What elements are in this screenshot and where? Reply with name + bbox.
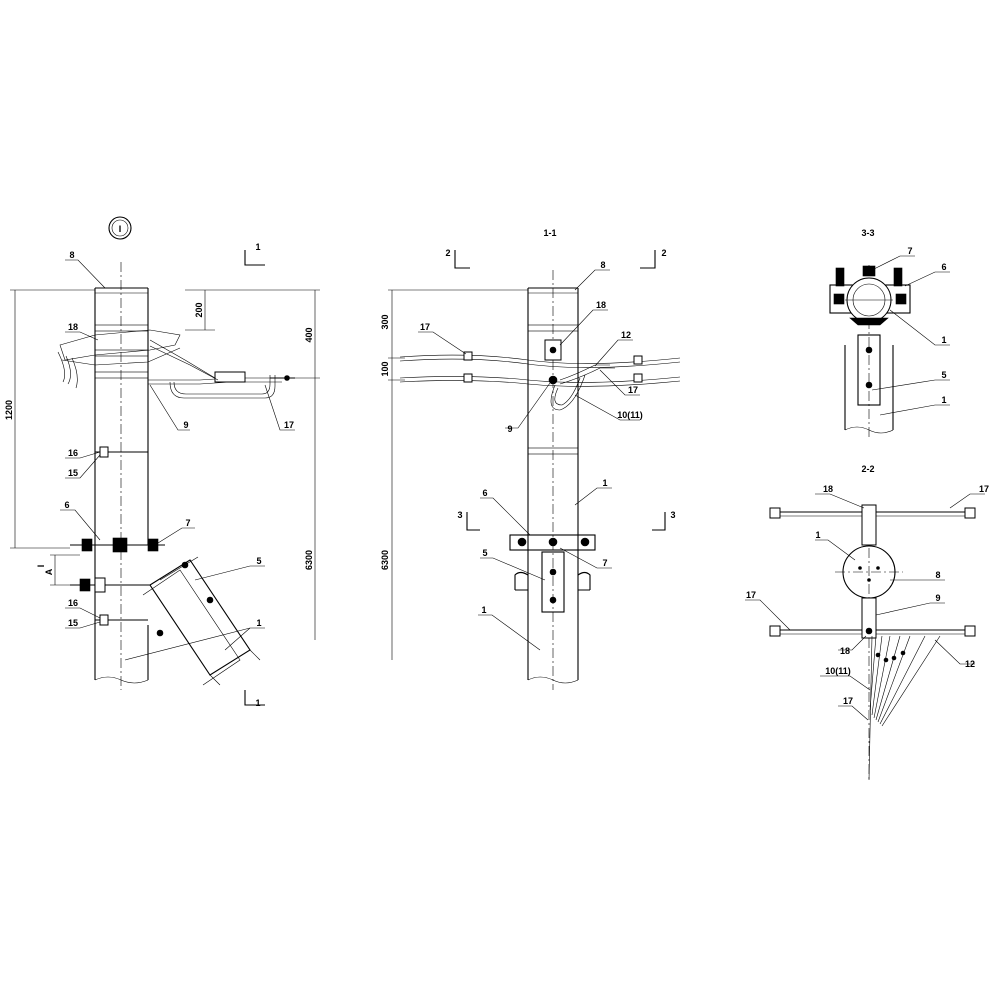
callout-1-1-12: 12 [621, 330, 631, 340]
callout-1-1-1-upper: 1 [602, 478, 607, 488]
callout-15-upper: 15 [68, 468, 78, 478]
bracket-1-1 [509, 534, 596, 613]
section-1-1-title: 1-1 [543, 228, 556, 238]
cables-1-1 [399, 339, 681, 411]
section-3-3: 3-3 7 6 1 [829, 228, 950, 440]
section-1-1: 1-1 [380, 228, 681, 690]
clamp-bands [94, 324, 149, 626]
callout-2-2-10-11: 10(11) [825, 666, 851, 676]
callout-3-3-1-upper: 1 [941, 335, 946, 345]
clamp-3-3 [829, 265, 911, 326]
dim-a: А [44, 568, 54, 575]
callout-2-2-1: 1 [815, 530, 820, 540]
cut-label-2-right: 2 [661, 248, 666, 258]
dim-400: 400 [304, 327, 314, 342]
callout-16-upper: 16 [68, 448, 78, 458]
section-2-2-title: 2-2 [861, 464, 874, 474]
callout-1-1-9: 9 [507, 424, 512, 434]
drop-cables-2-2 [868, 635, 941, 781]
callout-1-1-1-lower: 1 [481, 605, 486, 615]
callout-2-2-17-left: 17 [746, 590, 756, 600]
callout-1-1-7: 7 [602, 558, 607, 568]
dimensions-1-1: 300 100 6300 [380, 289, 528, 660]
dim-200: 200 [194, 302, 204, 317]
callout-1-1-10-11: 10(11) [617, 410, 643, 420]
strut [142, 556, 261, 686]
callout-3-3-1-lower: 1 [941, 395, 946, 405]
dim-300: 300 [380, 314, 390, 329]
pole [94, 262, 149, 690]
callout-1-1-6: 6 [482, 488, 487, 498]
callout-2-2-12: 12 [965, 659, 975, 669]
callout-1-1-8: 8 [600, 260, 605, 270]
callout-3-3-7: 7 [907, 246, 912, 256]
dim-6300: 6300 [304, 550, 314, 570]
dimensions-main: 1200 200 400 6300 А I [4, 289, 320, 640]
callouts-main: 8 18 9 17 16 15 6 7 5 16 15 1 [60, 250, 295, 661]
callout-2-2-17-lower: 17 [843, 696, 853, 706]
callout-2-2-18-lower: 18 [840, 646, 850, 656]
callout-3-3-6: 6 [941, 262, 946, 272]
callout-2-2-9: 9 [935, 593, 940, 603]
callouts-2-2: 18 17 1 8 9 17 18 12 10(11) 17 [745, 484, 989, 721]
callout-16-lower: 16 [68, 598, 78, 608]
lower-bracket [70, 537, 165, 593]
pole-1-1 [527, 270, 579, 690]
view-marker-label: I [119, 224, 122, 234]
callout-1-1-17-left: 17 [420, 322, 430, 332]
view-marker: I [108, 216, 132, 240]
callouts-3-3: 7 6 1 5 1 [871, 246, 950, 416]
cut-label-bottom: 1 [255, 698, 260, 708]
callout-7: 7 [185, 518, 190, 528]
callout-1-1-5: 5 [482, 548, 487, 558]
cut-label-3-left: 3 [457, 510, 462, 520]
pole-2-2 [835, 530, 903, 780]
suspension-assembly [57, 329, 295, 399]
callout-3-3-5: 5 [941, 370, 946, 380]
callout-6: 6 [64, 500, 69, 510]
callout-2-2-18-upper: 18 [823, 484, 833, 494]
pole-3-3 [844, 265, 894, 440]
dim-i: I [36, 565, 46, 568]
callout-2-2-8: 8 [935, 570, 940, 580]
section-cut-marks-1-1: 2 2 3 3 [445, 248, 676, 531]
callout-1-1-17-right: 17 [628, 385, 638, 395]
section-3-3-title: 3-3 [861, 228, 874, 238]
cut-label-3-right: 3 [670, 510, 675, 520]
dim-6300-1-1: 6300 [380, 550, 390, 570]
callout-2-2-17-upper: 17 [979, 484, 989, 494]
callout-18: 18 [68, 322, 78, 332]
cut-label-top: 1 [255, 242, 260, 252]
callouts-1-1: 8 18 17 12 17 9 10(11) 1 6 7 5 1 [418, 260, 643, 651]
dim-1200: 1200 [4, 400, 14, 420]
section-2-2: 2-2 [745, 464, 989, 781]
callout-15-lower: 15 [68, 618, 78, 628]
callout-17: 17 [284, 420, 294, 430]
callout-5: 5 [256, 556, 261, 566]
cross-arms-2-2 [769, 504, 976, 639]
callout-1-1-18: 18 [596, 300, 606, 310]
section-cut-marks-main: 1 1 [244, 242, 265, 708]
dim-100: 100 [380, 361, 390, 376]
callout-8: 8 [69, 250, 74, 260]
main-view: I [4, 216, 320, 708]
callout-9: 9 [183, 420, 188, 430]
cut-label-2-left: 2 [445, 248, 450, 258]
callout-1: 1 [256, 618, 261, 628]
